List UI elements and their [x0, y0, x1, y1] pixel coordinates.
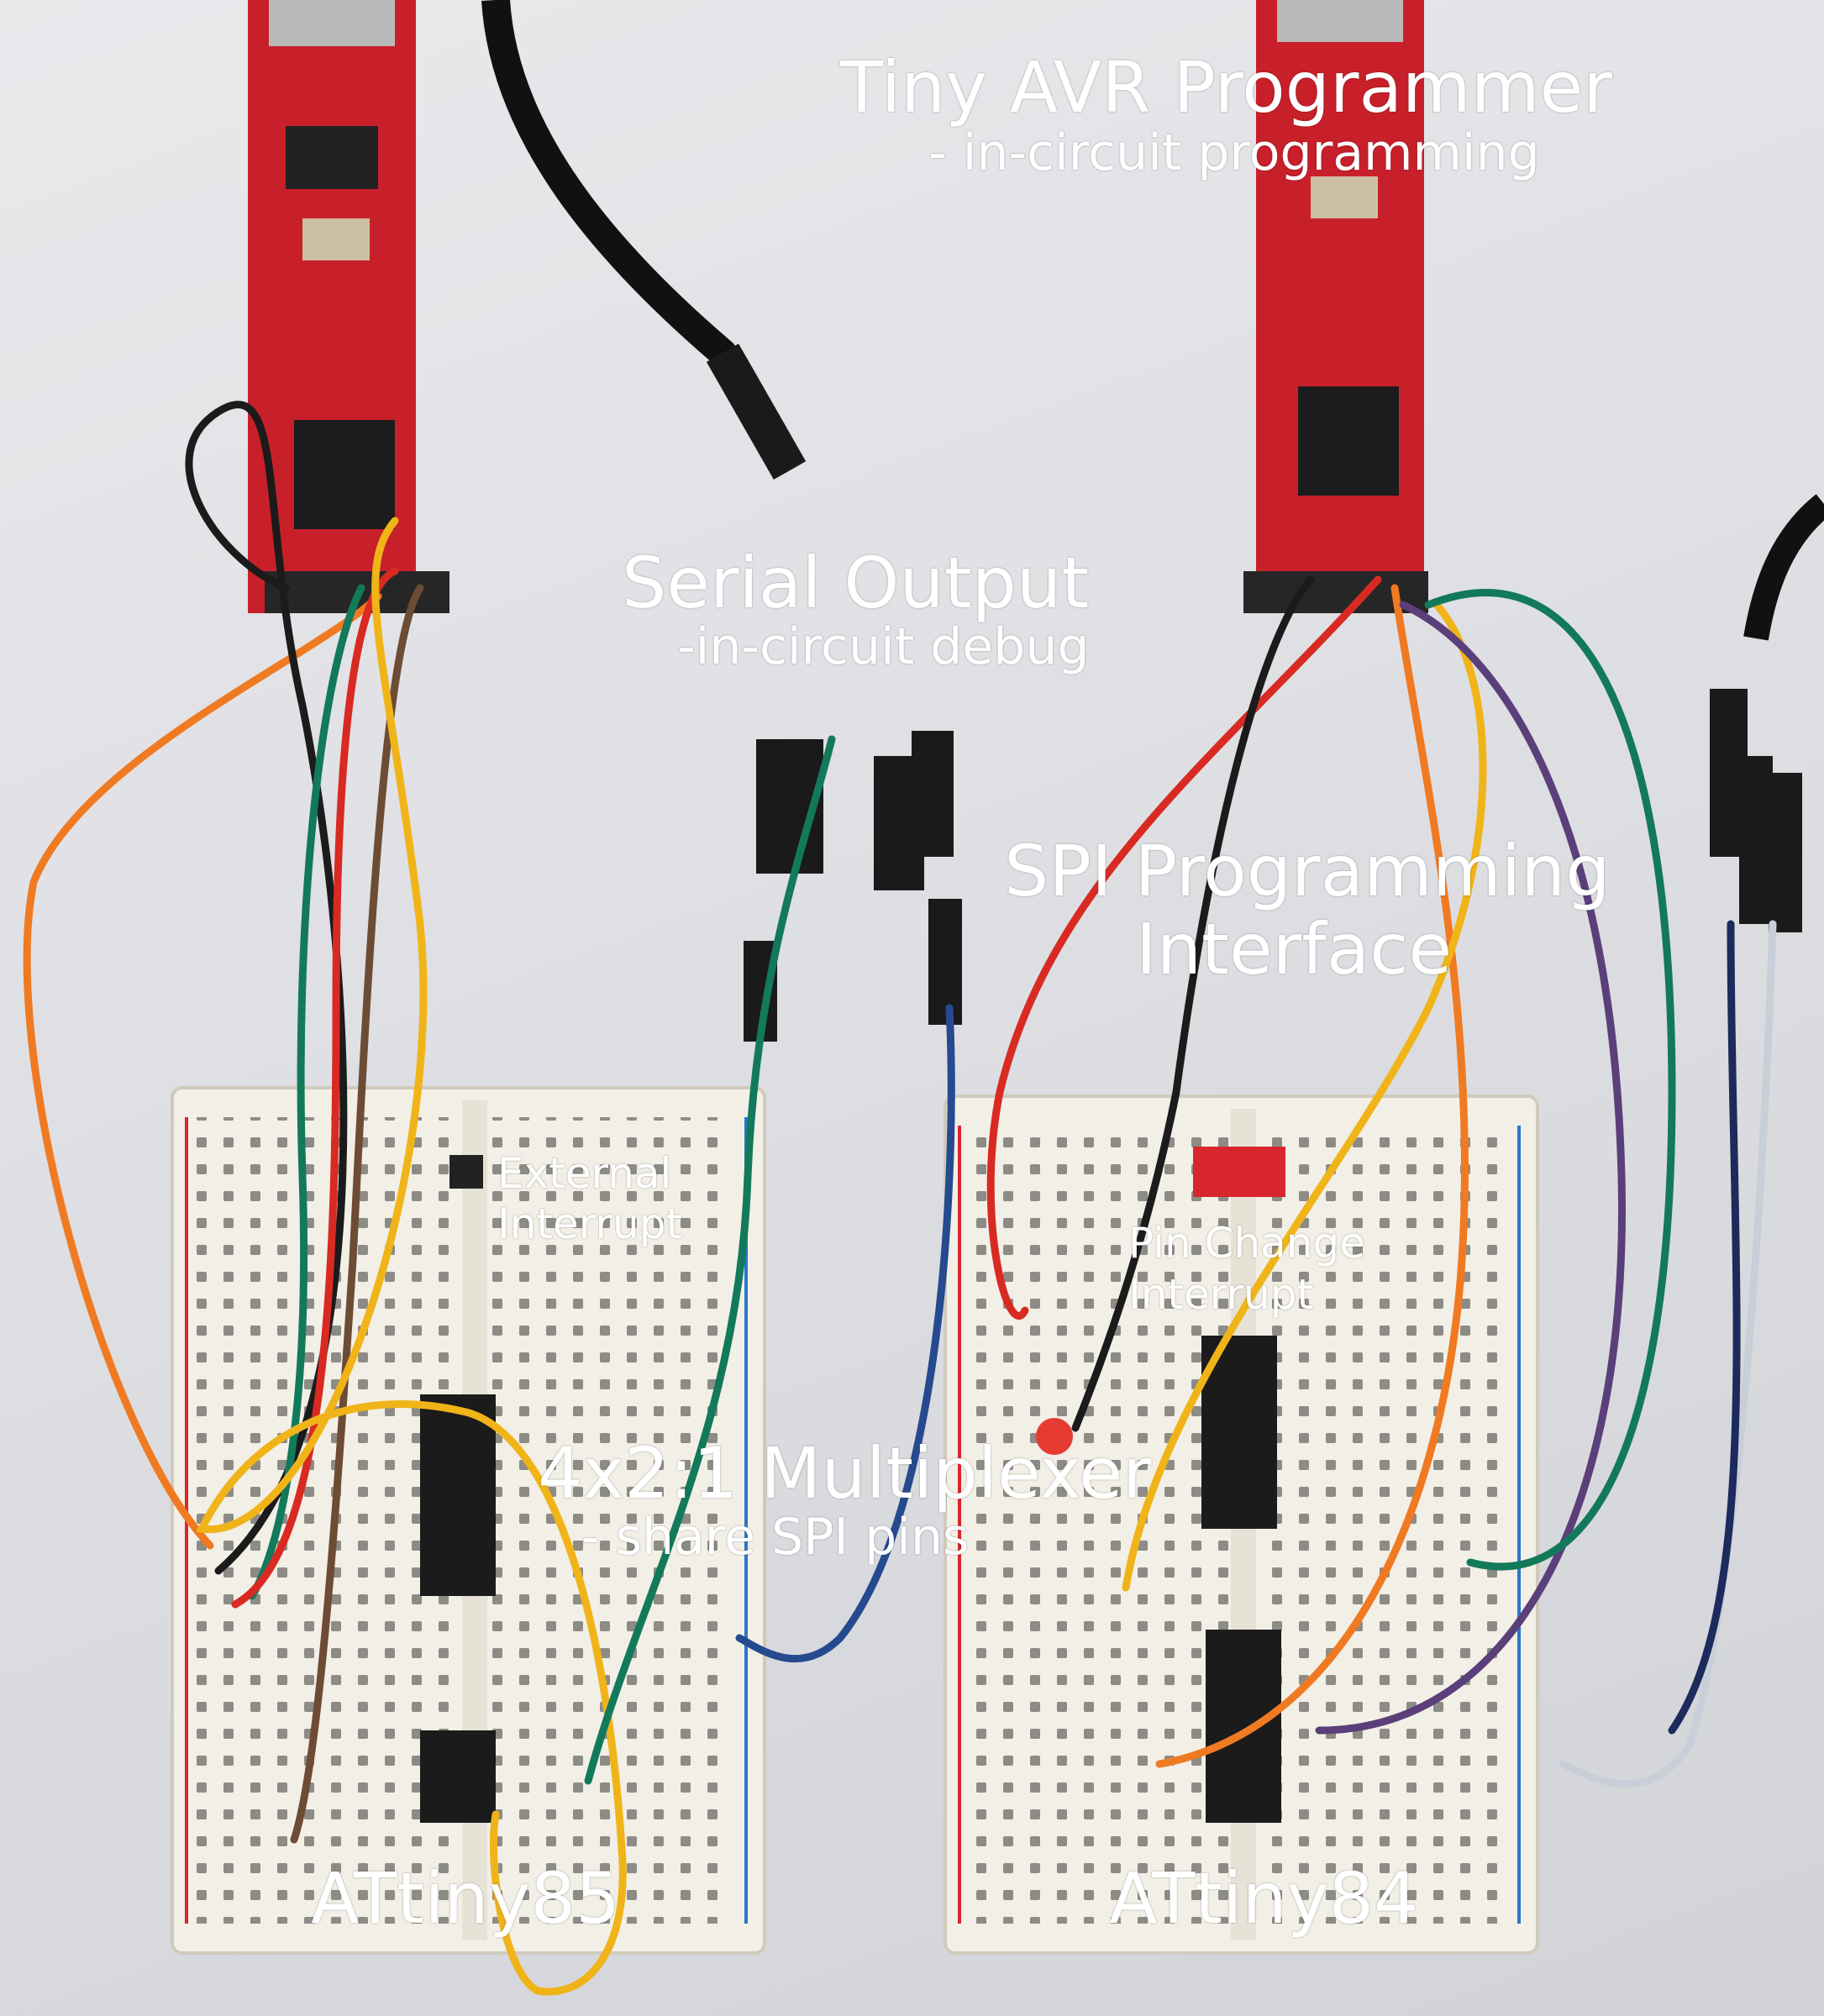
chip-label-attiny85: ATtiny85 [311, 1857, 621, 1940]
breadboard-right [944, 1095, 1539, 1955]
jumper-wires-left [23, 401, 955, 1996]
usb-cable [481, 0, 802, 478]
external-interrupt-line2: Interrupt [497, 1200, 683, 1248]
jumper-wires-right [986, 575, 1777, 1788]
serial-adapter-plugs [744, 731, 962, 1042]
serial-subtitle: -in-circuit debug [677, 617, 1090, 676]
mux-subtitle: - share SPI pins [581, 1508, 970, 1567]
chip-label-attiny84: ATtiny84 [1109, 1857, 1419, 1940]
spi-title-line2: Interface [1136, 908, 1453, 990]
programmer-title: Tiny AVR Programmer [840, 46, 1612, 129]
programmer-board-left [248, 0, 449, 613]
spi-title-line1: SPI Programming [1004, 830, 1611, 912]
pin-change-line1: Pin Change [1128, 1219, 1365, 1268]
mux-title: 4x2:1 Multiplexer [538, 1432, 1152, 1515]
external-interrupt-line1: External [497, 1149, 672, 1198]
usb-cable-sheath [706, 344, 807, 480]
programmer-board-right [1243, 0, 1428, 613]
programmer-subtitle: - in-circuit programming [928, 123, 1540, 182]
serial-title: Serial Output [622, 542, 1090, 624]
pin-change-line2: Interrupt [1128, 1270, 1314, 1319]
side-cable-plugs [1710, 494, 1824, 932]
